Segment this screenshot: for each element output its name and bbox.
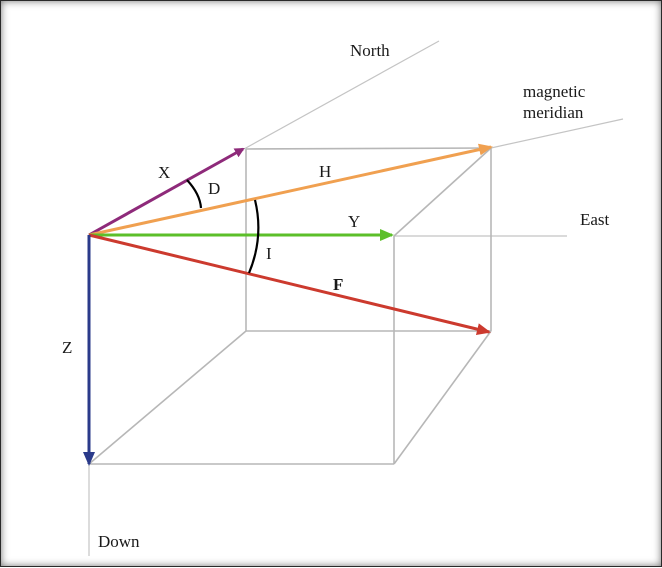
box-edge xyxy=(88,330,247,465)
f-vector xyxy=(88,233,491,336)
down-label: Down xyxy=(98,532,140,551)
y-label: Y xyxy=(348,212,360,231)
magnetic-meridian-label-line2: meridian xyxy=(523,103,584,122)
d-label: D xyxy=(208,179,220,198)
east-label: East xyxy=(580,210,610,229)
f-label: F xyxy=(333,275,343,294)
i-label: I xyxy=(266,244,272,263)
box-edge xyxy=(393,330,492,465)
north-label: North xyxy=(350,41,390,60)
box-edge xyxy=(393,147,492,237)
h-vector xyxy=(88,143,493,237)
meridian-guide-line xyxy=(490,118,624,149)
h-label: H xyxy=(319,162,331,181)
inclination-angle-arc xyxy=(247,199,260,274)
north-guide-line xyxy=(243,40,440,150)
magnetic-meridian-label-line1: magnetic xyxy=(523,82,586,101)
projection-box xyxy=(88,147,492,465)
z-label: Z xyxy=(62,338,72,357)
x-label: X xyxy=(158,163,170,182)
box-edge xyxy=(245,147,492,150)
declination-angle-arc xyxy=(186,179,203,209)
x-vector xyxy=(88,147,245,237)
